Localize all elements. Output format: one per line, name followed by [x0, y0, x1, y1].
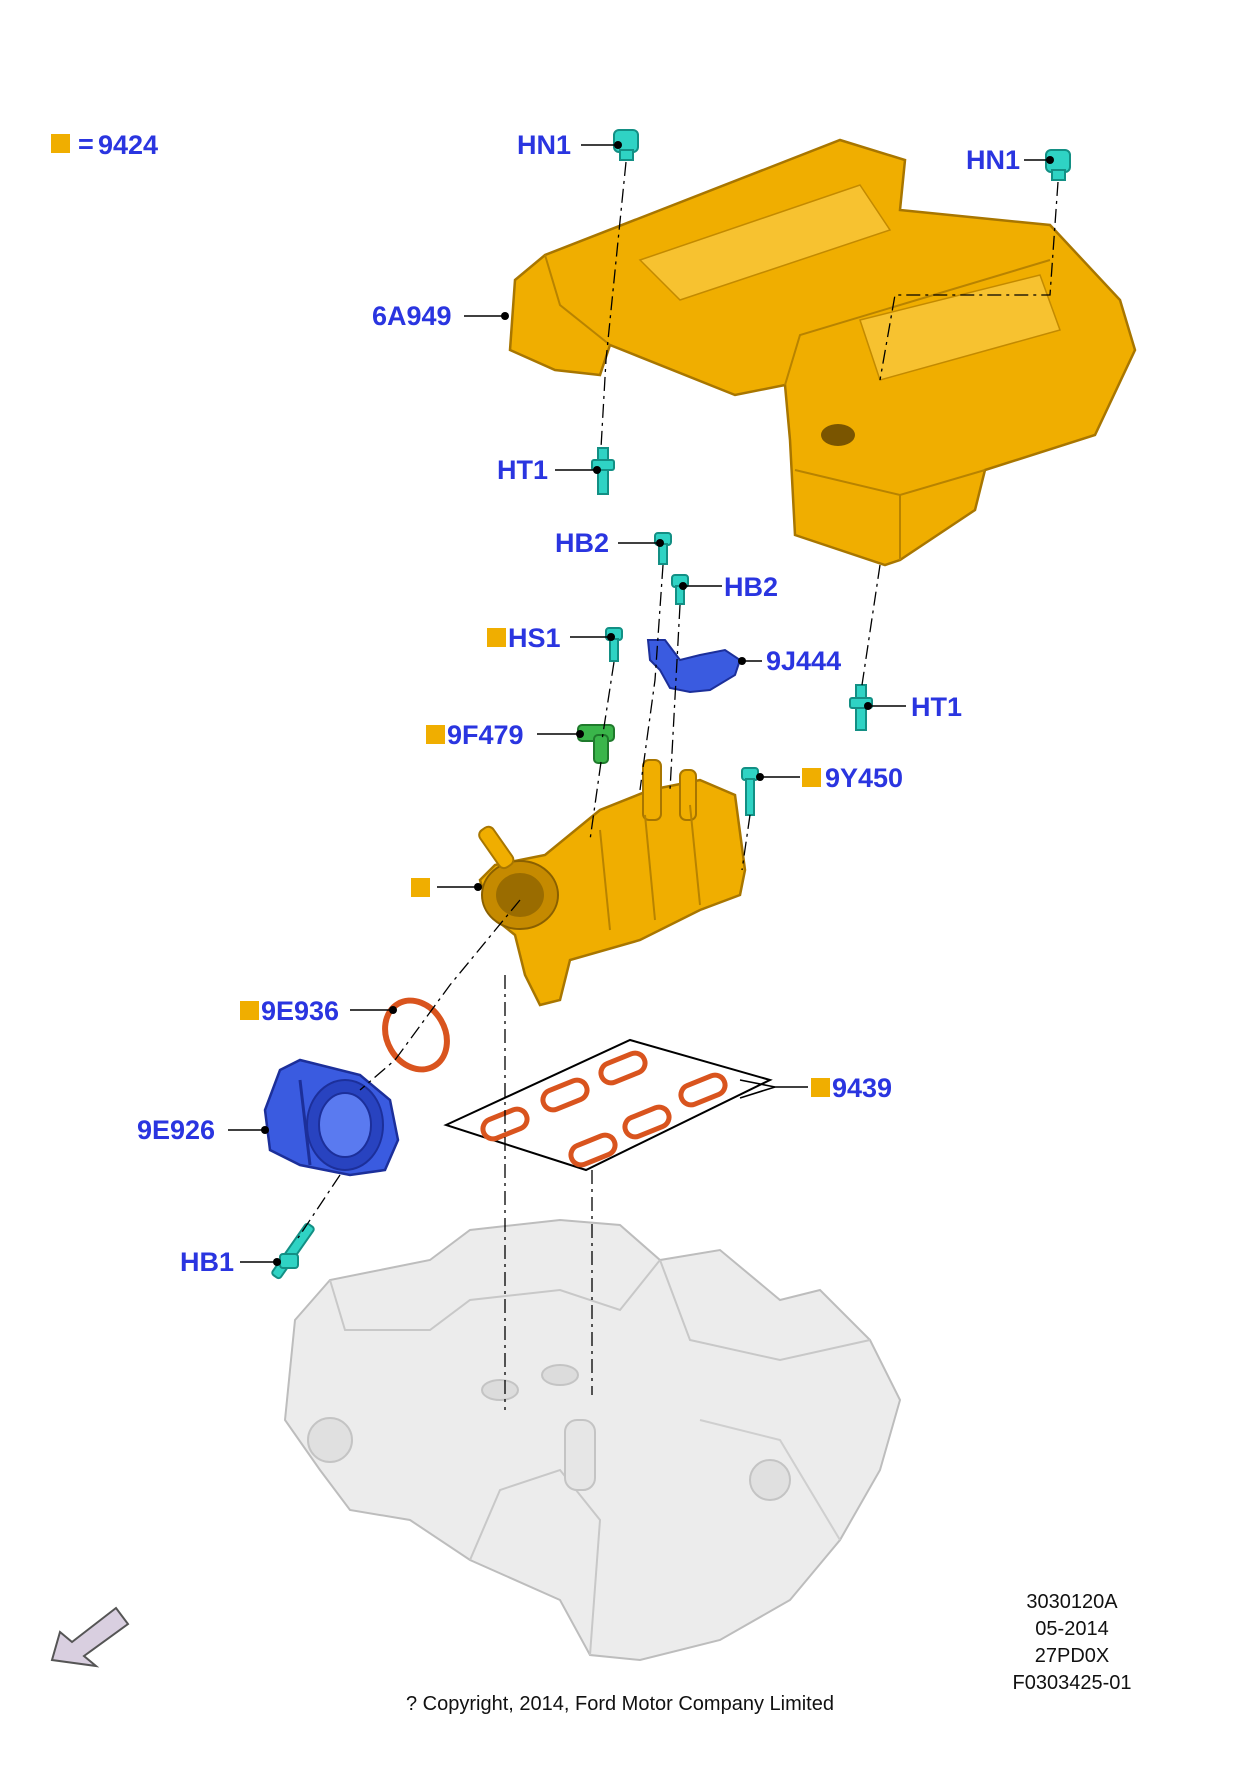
9y450-stud: [741, 767, 759, 816]
legend-code: 9424: [98, 130, 158, 160]
label-hs1: HS1: [508, 623, 561, 653]
assembly-line: [600, 161, 627, 449]
assembly-line: [639, 564, 664, 791]
illustration-id: 3030120A: [1026, 1591, 1118, 1613]
gasket-swatch: [811, 1078, 830, 1097]
assembly-line: [297, 1174, 341, 1239]
legend-swatch: [51, 134, 70, 153]
label-gasket: 9439: [832, 1073, 892, 1103]
label-hn1-right: HN1: [966, 145, 1020, 175]
label-ht1-right: HT1: [911, 692, 962, 722]
label-cover: 6A949: [372, 301, 452, 331]
label-hn1-left: HN1: [517, 130, 571, 160]
hb2-second-bolt: [671, 574, 689, 605]
legend-equals: =: [78, 129, 94, 159]
assembly-line: [879, 181, 1059, 381]
label-hose: 9F479: [447, 720, 524, 750]
front-direction-arrow-icon: [50, 1606, 130, 1668]
manifold-swatch: [411, 878, 430, 897]
assembly-line: [589, 761, 602, 841]
copyright-notice: ? Copyright, 2014, Ford Motor Company Li…: [406, 1693, 834, 1715]
label-hb2-second: HB2: [724, 572, 778, 602]
label-hb2-top: HB2: [555, 528, 609, 558]
hs1-screw: [605, 627, 623, 662]
intake-manifold-part: [478, 759, 747, 1007]
hn1-right-nut: [1045, 149, 1071, 181]
illustration-model-code: 27PD0X: [1035, 1645, 1110, 1667]
engine-block: [283, 1218, 902, 1662]
hose-connector-part: [577, 724, 615, 764]
illustration-date: 05-2014: [1035, 1618, 1108, 1640]
assembly-line: [669, 604, 681, 791]
hb1-bolt: [271, 1222, 315, 1280]
bracket-part: [646, 639, 742, 694]
label-oring: 9E936: [261, 996, 339, 1026]
oring-swatch: [240, 1001, 259, 1020]
assembly-line: [861, 564, 881, 686]
label-ht1-left: HT1: [497, 455, 548, 485]
hose-swatch: [426, 725, 445, 744]
hb2-top-bolt: [654, 532, 672, 565]
label-throttle-body: 9E926: [137, 1115, 215, 1145]
engine-cover-part: [508, 138, 1137, 567]
assembly-line: [741, 814, 751, 871]
label-stud: 9Y450: [825, 763, 903, 793]
hs1-swatch: [487, 628, 506, 647]
assembly-line: [601, 661, 615, 741]
stud-swatch: [802, 768, 821, 787]
label-bracket: 9J444: [766, 646, 841, 676]
label-hb1: HB1: [180, 1247, 234, 1277]
assembly-line: [359, 899, 521, 1091]
gasket-part: [443, 1038, 773, 1172]
illustration-file-ref: F0303425-01: [1013, 1672, 1132, 1694]
throttle-body-part: [263, 1058, 400, 1177]
o-ring-part: [382, 997, 450, 1073]
